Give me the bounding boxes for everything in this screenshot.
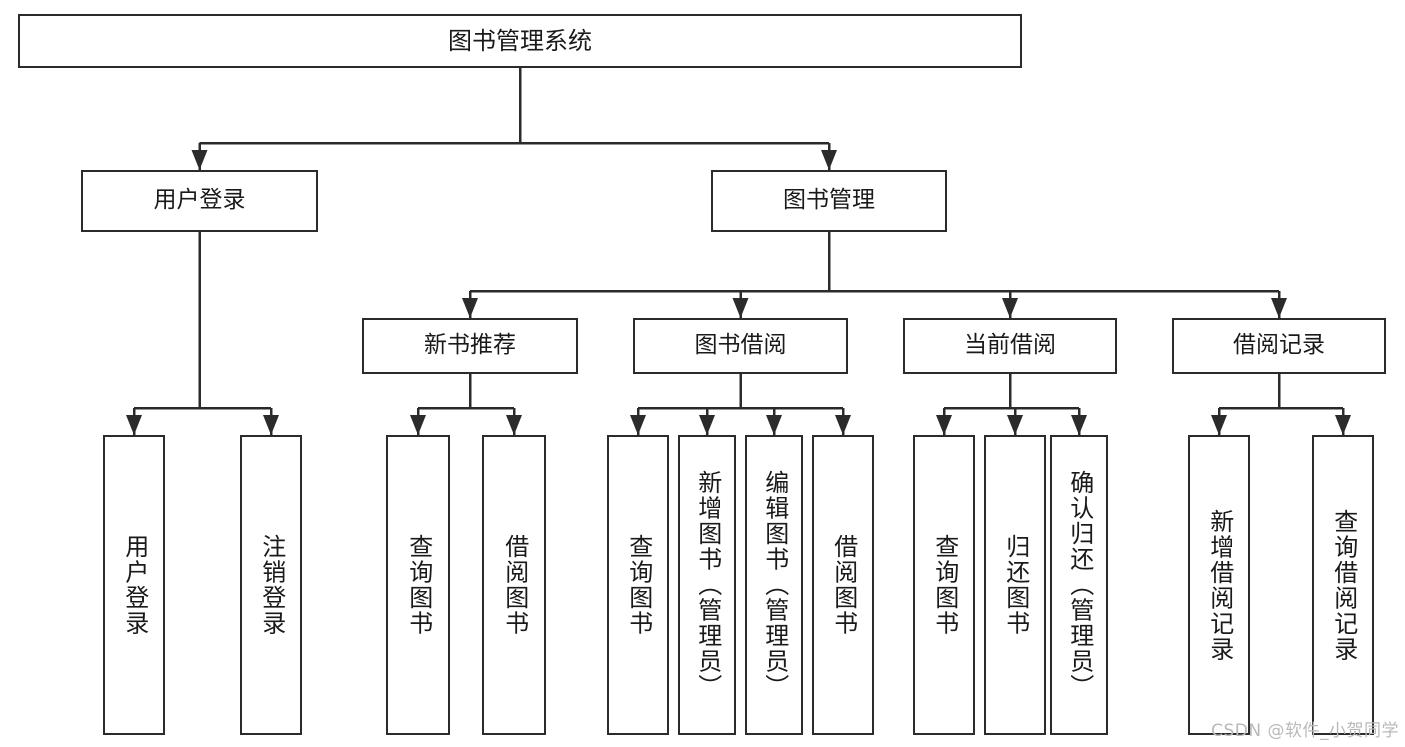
- node-login[interactable]: 用户登录: [81, 170, 318, 232]
- node-label: 查询图书: [624, 534, 653, 636]
- node-label: 编辑图书（管理员）: [760, 470, 789, 700]
- node-label: 借阅图书: [829, 534, 858, 636]
- node-label: 当前借阅: [964, 332, 1056, 359]
- node-l9[interactable]: 查询图书: [913, 435, 975, 735]
- node-l3[interactable]: 查询图书: [386, 435, 450, 735]
- node-label: 归还图书: [1001, 534, 1030, 636]
- node-label: 图书借阅: [694, 332, 787, 359]
- node-root[interactable]: 图书管理系统: [18, 14, 1022, 68]
- node-l10[interactable]: 归还图书: [984, 435, 1046, 735]
- node-label: 新增借阅记录: [1205, 508, 1234, 662]
- node-label: 用户登录: [120, 534, 149, 636]
- node-l7[interactable]: 编辑图书（管理员）: [745, 435, 803, 735]
- node-label: 图书管理系统: [448, 26, 592, 55]
- node-label: 注销登录: [257, 534, 286, 636]
- node-label: 确认归还（管理员）: [1065, 470, 1094, 700]
- node-label: 借阅记录: [1233, 332, 1325, 359]
- node-l5[interactable]: 查询图书: [607, 435, 669, 735]
- node-records[interactable]: 借阅记录: [1172, 318, 1386, 374]
- node-l2[interactable]: 注销登录: [240, 435, 302, 735]
- node-label: 图书管理: [783, 187, 875, 214]
- node-bookmgmt[interactable]: 图书管理: [711, 170, 947, 232]
- node-label: 新增图书（管理员）: [693, 470, 722, 700]
- node-l6[interactable]: 新增图书（管理员）: [678, 435, 736, 735]
- node-label: 查询图书: [930, 534, 959, 636]
- node-current[interactable]: 当前借阅: [903, 318, 1117, 374]
- node-label: 借阅图书: [500, 534, 529, 636]
- node-l8[interactable]: 借阅图书: [812, 435, 874, 735]
- node-label: 新书推荐: [424, 332, 516, 359]
- watermark: CSDN @软件_小贺同学: [1211, 721, 1399, 741]
- node-borrow[interactable]: 图书借阅: [633, 318, 848, 374]
- node-l12[interactable]: 新增借阅记录: [1188, 435, 1250, 735]
- node-l13[interactable]: 查询借阅记录: [1312, 435, 1374, 735]
- node-label: 查询图书: [404, 534, 433, 636]
- node-label: 用户登录: [153, 187, 246, 214]
- node-l1[interactable]: 用户登录: [103, 435, 165, 735]
- node-l4[interactable]: 借阅图书: [482, 435, 546, 735]
- node-l11[interactable]: 确认归还（管理员）: [1050, 435, 1108, 735]
- node-newbook[interactable]: 新书推荐: [362, 318, 578, 374]
- node-label: 查询借阅记录: [1329, 508, 1358, 662]
